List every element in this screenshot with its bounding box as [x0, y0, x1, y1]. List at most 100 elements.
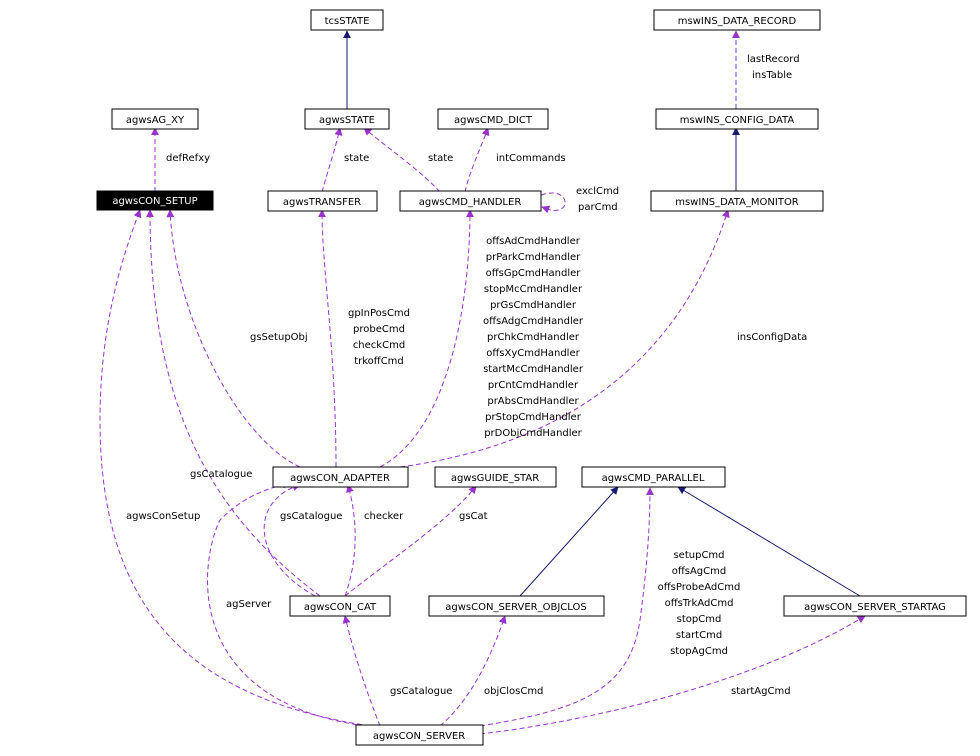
edge-startag-to-cmd-parallel	[677, 486, 861, 597]
label-handler: prChkCmdHandler	[487, 332, 580, 343]
label-handler: prAbsCmdHandler	[487, 396, 579, 407]
label-parallel-cmd: offsAgCmd	[672, 566, 726, 577]
handler-labels: offsAdCmdHandler prParkCmdHandler offsGp…	[483, 236, 584, 439]
node-agws-con-setup[interactable]: agwsCON_SETUP	[96, 190, 214, 211]
edge-adapter-to-setup	[166, 209, 301, 468]
node-agws-con-server-startag[interactable]: agwsCON_SERVER_STARTAG	[783, 595, 967, 617]
label-transfer-cmd: gpInPosCmd	[348, 308, 410, 319]
label-parallel-cmd: stopAgCmd	[670, 646, 728, 657]
label-excl-cmd: exclCmd	[576, 186, 619, 197]
label-gs-catalogue-bottom: gsCatalogue	[390, 686, 452, 697]
edge-server-to-objclos	[439, 615, 507, 727]
node-label: agwsGUIDE_STAR	[451, 473, 539, 484]
node-agws-guide-star[interactable]: agwsGUIDE_STAR	[434, 466, 557, 488]
label-parallel-cmd: startCmd	[676, 630, 722, 641]
label-handler: prDObjCmdHandler	[484, 428, 582, 439]
edge-adapter-to-handler	[379, 209, 474, 468]
edge-cat-to-guidestar	[344, 485, 477, 597]
node-label: agwsCMD_DICT	[454, 115, 533, 126]
label-def-refxy: defRefxy	[166, 153, 210, 164]
label-gs-catalogue-left: gsCatalogue	[190, 469, 252, 480]
label-par-cmd: parCmd	[578, 202, 618, 213]
node-mswins-data-record[interactable]: mswINS_DATA_RECORD	[653, 9, 821, 31]
node-label: agwsAG_XY	[126, 115, 185, 126]
label-gs-setup-obj: gsSetupObj	[250, 332, 308, 343]
label-handler: prParkCmdHandler	[486, 252, 581, 263]
label-agws-con-setup-ref: agwsConSetup	[126, 511, 200, 522]
label-int-commands: intCommands	[496, 153, 566, 164]
label-ag-server: agServer	[226, 599, 272, 610]
label-parallel-cmd: offsTrkAdCmd	[665, 598, 734, 609]
edge-cat-to-adapter	[263, 483, 316, 597]
edge-transfer-to-state	[321, 127, 343, 193]
label-parallel-cmd: offsProbeAdCmd	[658, 582, 741, 593]
label-handler: offsXyCmdHandler	[486, 348, 580, 359]
label-handler: stopMcCmdHandler	[484, 284, 583, 295]
node-label: agwsCON_SERVER_OBJCLOS	[445, 602, 586, 613]
label-gs-catalogue-mid: gsCatalogue	[280, 511, 342, 522]
label-parallel-cmd: stopCmd	[677, 614, 722, 625]
node-agws-ag-xy[interactable]: agwsAG_XY	[111, 108, 199, 130]
node-agws-con-adapter[interactable]: agwsCON_ADAPTER	[272, 466, 409, 488]
node-label: agwsSTATE	[319, 115, 375, 126]
label-handler: offsGpCmdHandler	[486, 268, 582, 279]
node-mswins-data-monitor[interactable]: mswINS_DATA_MONITOR	[650, 190, 824, 212]
label-start-ag-cmd: startAgCmd	[731, 686, 791, 697]
label-obj-clos-cmd: objClosCmd	[484, 686, 543, 697]
label-state-transfer: state	[344, 153, 369, 164]
label-ins-config-data: insConfigData	[737, 332, 807, 343]
label-handler: offsAdgCmdHandler	[483, 316, 584, 327]
label-gs-cat: gsCat	[459, 511, 488, 522]
edge-server-to-cat	[342, 615, 381, 727]
label-transfer-cmd: probeCmd	[353, 324, 405, 335]
edge-objclos-to-cmd-parallel	[519, 486, 619, 597]
node-mswins-config-data[interactable]: mswINS_CONFIG_DATA	[655, 108, 819, 130]
node-label: agwsCMD_PARALLEL	[602, 473, 705, 484]
label-transfer-cmd: checkCmd	[353, 340, 405, 351]
node-agws-con-server[interactable]: agwsCON_SERVER	[355, 724, 484, 746]
label-handler: startMcCmdHandler	[483, 364, 584, 375]
edge-handler-to-dict	[464, 127, 490, 193]
node-label: agwsCON_CAT	[304, 602, 377, 613]
edge-server-to-parallel	[479, 487, 654, 727]
node-agws-state[interactable]: agwsSTATE	[304, 108, 390, 130]
node-tcs-state[interactable]: tcsSTATE	[310, 9, 384, 31]
node-label: mswINS_DATA_MONITOR	[675, 197, 799, 208]
node-label: agwsCON_SERVER_STARTAG	[804, 602, 946, 613]
label-last-record: lastRecord	[747, 54, 800, 65]
edge-server-to-setup	[99, 209, 371, 727]
label-parallel-cmd: setupCmd	[673, 550, 724, 561]
label-ins-table: insTable	[752, 70, 792, 81]
label-handler: prCntCmdHandler	[488, 380, 579, 391]
edge-handler-to-state	[363, 127, 441, 193]
label-state-handler: state	[428, 153, 453, 164]
label-checker: checker	[364, 511, 404, 522]
label-handler: prStopCmdHandler	[485, 412, 582, 423]
node-label: agwsCON_SERVER	[373, 731, 465, 742]
edge-adapter-to-transfer	[318, 209, 337, 468]
node-label: agwsCMD_HANDLER	[419, 197, 522, 208]
label-handler: prGsCmdHandler	[490, 300, 577, 311]
edge-server-to-adapter	[207, 480, 366, 727]
parallel-cmd-labels: setupCmd offsAgCmd offsProbeAdCmd offsTr…	[658, 550, 741, 657]
label-handler: offsAdCmdHandler	[486, 236, 581, 247]
node-label: mswINS_DATA_RECORD	[678, 16, 797, 27]
node-label: mswINS_CONFIG_DATA	[680, 115, 795, 126]
node-label: tcsSTATE	[325, 16, 370, 27]
node-label: agwsTRANSFER	[283, 197, 361, 208]
node-agws-con-cat[interactable]: agwsCON_CAT	[289, 595, 391, 617]
edge-cat-checker-adapter	[344, 484, 356, 597]
transfer-cmd-labels: gpInPosCmd probeCmd checkCmd trkoffCmd	[348, 308, 410, 367]
node-agws-transfer[interactable]: agwsTRANSFER	[267, 190, 378, 212]
node-label: agwsCON_ADAPTER	[290, 473, 390, 484]
node-agws-con-server-objclos[interactable]: agwsCON_SERVER_OBJCLOS	[428, 595, 605, 617]
edge-cat-to-setup	[146, 209, 321, 597]
node-agws-cmd-dict[interactable]: agwsCMD_DICT	[437, 108, 549, 130]
node-agws-cmd-parallel[interactable]: agwsCMD_PARALLEL	[581, 466, 726, 488]
edge-server-to-startag	[479, 615, 866, 735]
edge-handler-self	[540, 192, 566, 214]
node-label: agwsCON_SETUP	[112, 196, 197, 207]
label-transfer-cmd: trkoffCmd	[354, 356, 404, 367]
node-agws-cmd-handler[interactable]: agwsCMD_HANDLER	[399, 190, 542, 212]
